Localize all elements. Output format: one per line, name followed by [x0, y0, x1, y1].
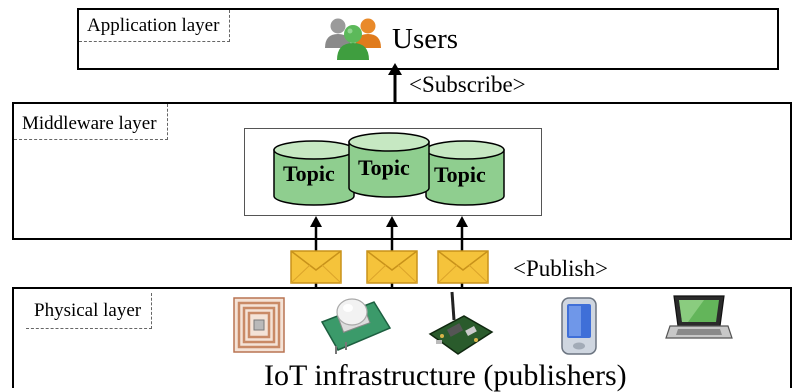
envelope-icon-2 — [366, 250, 418, 284]
topic-cylinder-3 — [425, 140, 505, 206]
users-label: Users — [392, 23, 459, 55]
rfid-tag-icon — [233, 297, 285, 353]
topic-label-1: Topic — [283, 161, 335, 186]
topic-cylinder-2 — [348, 132, 430, 198]
topic-label-2: Topic — [358, 155, 410, 180]
application-layer-box: Application layer — [77, 8, 779, 70]
topic-cylinders — [273, 132, 505, 206]
laptop-icon — [665, 295, 733, 339]
publish-label: <Publish> — [513, 256, 608, 281]
topic-cylinder-1 — [273, 140, 355, 206]
subscribe-label: <Subscribe> — [409, 72, 526, 97]
pda-device-icon — [561, 297, 597, 355]
infrastructure-label: IoT infrastructure (publishers) — [264, 359, 627, 392]
motion-sensor-icon — [320, 298, 392, 354]
physical-layer-box: Physical layer — [12, 287, 792, 388]
topic-label-3: Topic — [434, 162, 486, 187]
middleware-layer-label: Middleware layer — [14, 104, 168, 140]
users-group-icon — [325, 18, 381, 60]
envelope-icon-3 — [437, 250, 489, 284]
envelope-icon-1 — [290, 250, 342, 284]
physical-layer-label: Physical layer — [26, 293, 153, 329]
circuit-board-icon — [428, 291, 494, 355]
application-layer-label: Application layer — [79, 10, 231, 42]
